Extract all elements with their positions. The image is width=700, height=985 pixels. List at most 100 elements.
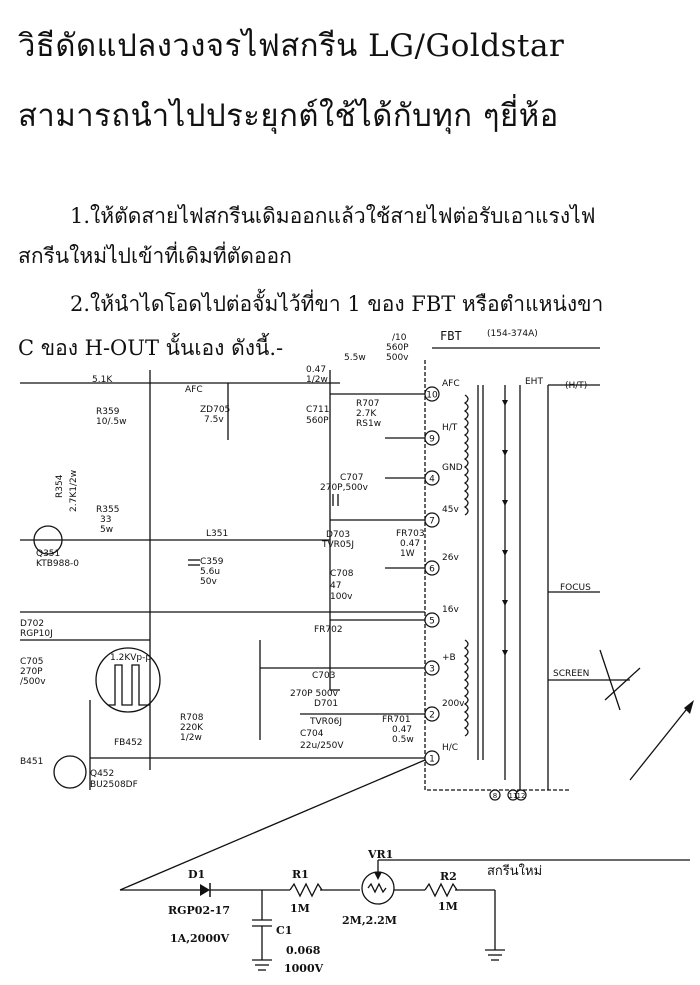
r355-value1: 33 (100, 515, 111, 525)
d1-part: RGP02-17 (168, 904, 230, 917)
fbt-pin-number: 3 (429, 665, 435, 675)
new-screen-label: สกรีนใหม่ (487, 863, 542, 879)
c710-label: /10 (392, 333, 407, 343)
fbt-pin-label: 200v (442, 699, 465, 709)
fbt-bottom-pin (515, 789, 527, 801)
waveform-label: 1.2KVp-p (110, 653, 151, 663)
c708-value1: 47 (330, 581, 341, 591)
r355-label: R355 (96, 505, 119, 515)
q452-value: BU2508DF (90, 780, 138, 790)
r708-value1: 220K (180, 723, 204, 733)
r708-value2: 1/2w (180, 733, 202, 743)
r2-value: 1M (438, 900, 458, 913)
c705-label: C705 (20, 657, 43, 667)
focus-label: FOCUS (560, 583, 591, 593)
r-top-label: 5.1K (92, 375, 113, 385)
instruction-step1-line2: สกรีนใหม่ไปเข้าที่เดิมที่ตัดออก (18, 244, 292, 268)
r359-value: 10/.5w (96, 417, 126, 427)
d1-rating: 1A,2000V (170, 932, 230, 945)
c707-label: C707 (340, 473, 363, 483)
fbt-bottom-pin-number: 11 (509, 792, 518, 800)
r707-value1: 2.7K (356, 409, 377, 419)
d1-label: D1 (188, 868, 205, 881)
c705-value1: 270P (20, 667, 43, 677)
instruction-step2-line1: 2.ให้นำไดโอดไปต่อจั้มไว้ที่ขา 1 ของ FBT … (70, 292, 604, 316)
q452-label: Q452 (90, 769, 114, 779)
q351-transistor (33, 525, 63, 555)
eht-tag: (H/T) (565, 381, 587, 391)
c711-value: 560P (306, 416, 329, 426)
d703-label: D703 (326, 530, 350, 540)
fbt-bottom-pin (489, 789, 501, 801)
fr703-value1: 0.47 (400, 539, 420, 549)
fbt-bottom-pin-number: 8 (493, 792, 497, 800)
fr701-label: FR701 (382, 715, 411, 725)
fbt-pin-label: H/C (442, 743, 458, 753)
afc-tag: AFC (185, 385, 203, 395)
c1-value2: 1000V (284, 962, 324, 975)
c710-value1: 560P (386, 343, 409, 353)
fb452-label: FB452 (114, 738, 143, 748)
c704-value: 22u/250V (300, 741, 344, 751)
fbt-pin-label: 16v (442, 605, 459, 615)
page-title-line1: วิธีดัดแปลงวงจรไฟสกรีน LG/Goldstar (18, 28, 565, 64)
c710-value2: 500v (386, 353, 409, 363)
r354-label: R354 (55, 474, 65, 498)
fbt-pin-3 (424, 660, 440, 676)
q351-value: KTB988-0 (36, 559, 79, 569)
vr1-label: VR1 (367, 848, 393, 861)
c359-value1: 5.6u (200, 567, 220, 577)
b451-label: B451 (20, 757, 43, 767)
fbt-pin-number: 10 (426, 391, 438, 401)
fbt-part: (154-374A) (487, 329, 538, 339)
fr703-label: FR703 (396, 529, 425, 539)
c708-value2: 100v (330, 592, 353, 602)
fbt-pin-10 (424, 386, 440, 402)
fbt-pin-number: 2 (429, 711, 435, 721)
r1-value: 1M (290, 902, 310, 915)
vr1-wiper-arrow-icon (374, 872, 382, 880)
d702-value: RGP10J (20, 629, 53, 639)
page-title-line2: สามารถนำไปประยุกต์ใช้ได้กับทุก ๆยี่ห้อ (18, 98, 559, 134)
fbt-pin-number: 7 (429, 517, 435, 527)
screen-cut-mark-2 (604, 667, 641, 701)
fbt-pin-5 (424, 612, 440, 628)
vr1-value: 2M,2.2M (342, 914, 397, 927)
c708-label: C708 (330, 569, 354, 579)
r708-label: R708 (180, 713, 204, 723)
fr703-value2: 1W (400, 549, 415, 559)
q452-transistor (53, 755, 87, 789)
fbt-pin-number: 9 (429, 435, 435, 445)
waveform-circle (95, 647, 161, 713)
c705-value2: /500v (20, 677, 46, 687)
instruction-step2-line2: C ของ H-OUT นั้นเอง ดังนี้.- (18, 336, 284, 360)
r1-resistor (289, 882, 323, 898)
fbt-pin-label: +B (442, 653, 456, 663)
zd705-value: 7.5v (204, 415, 224, 425)
r1-label: R1 (292, 868, 309, 881)
c359-label: C359 (200, 557, 224, 567)
c359-value2: 50v (200, 577, 217, 587)
fbt-outline (424, 360, 570, 791)
arrow-pin1-line (119, 759, 426, 891)
fr702-label: FR702 (314, 625, 343, 635)
d702-label: D702 (20, 619, 44, 629)
c711-label: C711 (306, 405, 329, 415)
fbt-bottom-pin-number: 12 (517, 792, 526, 800)
zd705-label: ZD705 (200, 405, 230, 415)
big-arrow-head-icon (684, 700, 694, 714)
fbt-pins (424, 386, 527, 801)
r355-value2: 5w (100, 525, 113, 535)
screen-label: SCREEN (553, 669, 589, 679)
c1-label: C1 (276, 924, 292, 937)
r-5w-label: 5.5w (344, 353, 366, 363)
r707-label: R707 (356, 399, 379, 409)
c-top-value: 1/2w (306, 375, 328, 385)
fbt-pin-label: H/T (442, 423, 458, 433)
fbt-pin-6 (424, 560, 440, 576)
c703-value: 270P 500v (290, 689, 339, 699)
l351-label: L351 (206, 529, 228, 539)
fbt-pin-label: AFC (442, 379, 460, 389)
fbt-pin-label: 45v (442, 505, 459, 515)
